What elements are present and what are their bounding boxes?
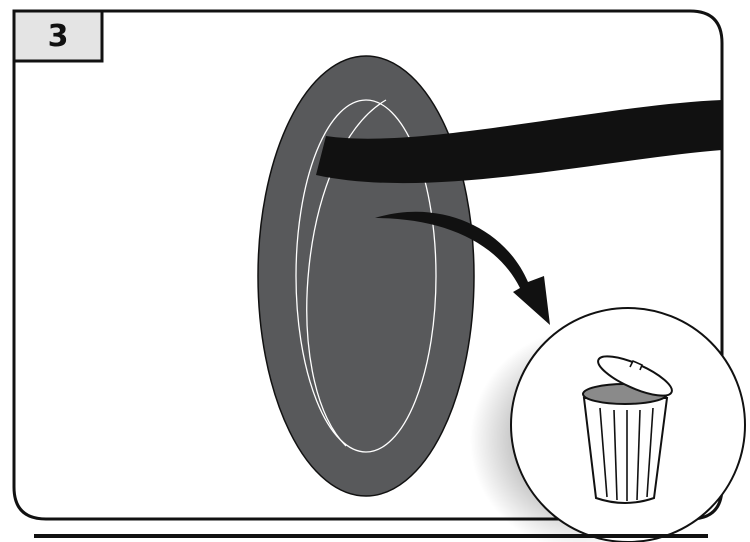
cover-rim-line-1 (306, 99, 387, 447)
trash-can-icon (582, 355, 673, 504)
curved-down-arrow-icon (375, 211, 550, 325)
oval-cover (257, 55, 475, 497)
cover-inner-ring (295, 99, 437, 453)
pull-strap (316, 100, 722, 184)
step-number-box (12, 9, 104, 63)
